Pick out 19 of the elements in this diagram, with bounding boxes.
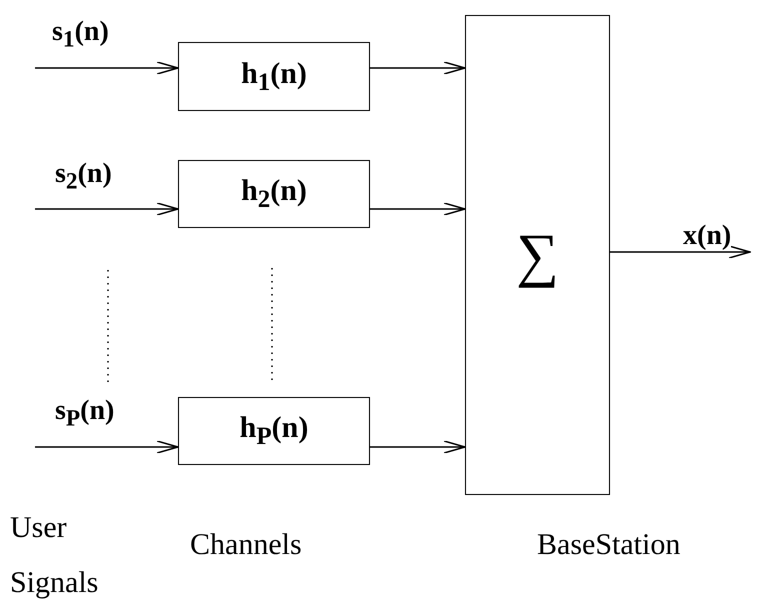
arrow: [370, 61, 466, 75]
arrow: [370, 440, 466, 454]
channel-block: [178, 42, 370, 111]
caption-label: User Signals: [10, 510, 100, 601]
summation-block: [465, 15, 610, 495]
arrow: [35, 61, 179, 75]
caption-label: Channels: [190, 527, 303, 563]
caption-label: BaseStation: [537, 527, 682, 563]
transfer-function-label: h$_{1}$(n): [241, 56, 307, 96]
arrow: [35, 202, 179, 216]
arrow: [370, 202, 466, 216]
arrow: [35, 440, 179, 454]
arrow: [610, 245, 751, 259]
channel-block: [178, 397, 370, 465]
signal-label: x(n): [683, 222, 732, 250]
transfer-function-label: h$_{2}$(n): [241, 174, 307, 214]
summation-symbol: ∑: [516, 220, 559, 290]
channel-block: [178, 160, 370, 228]
transfer-function-label: h$_{P}$(n): [240, 411, 308, 451]
